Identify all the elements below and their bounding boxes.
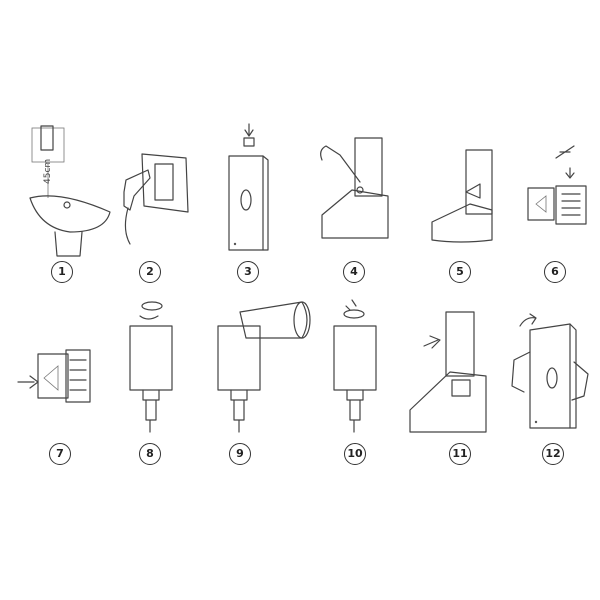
distance-label: 45cm: [43, 159, 53, 184]
step-6-illustration: [527, 145, 587, 225]
step-number-6: 6: [544, 261, 566, 283]
step-number-2: 2: [139, 261, 161, 283]
step-number-5: 5: [449, 261, 471, 283]
step-3-illustration: [228, 123, 269, 251]
step-9-illustration: [217, 301, 311, 433]
step-number-10: 10: [344, 443, 366, 465]
step-7-illustration: [17, 349, 91, 403]
step-number-1: 1: [51, 261, 73, 283]
step-number-3: 3: [237, 261, 259, 283]
step-number-8: 8: [139, 443, 161, 465]
step-number-12: 12: [542, 443, 564, 465]
step-5-illustration: [431, 149, 493, 243]
step-number-11: 11: [449, 443, 471, 465]
step-10-illustration: [333, 299, 377, 433]
step-8-illustration: [129, 301, 173, 433]
step-4-illustration: [320, 137, 389, 239]
step-2-illustration: [123, 153, 189, 245]
step-number-4: 4: [343, 261, 365, 283]
step-11-illustration: [409, 311, 487, 433]
step-12-illustration: [511, 313, 589, 429]
step-number-7: 7: [49, 443, 71, 465]
step-number-9: 9: [229, 443, 251, 465]
step-1-illustration: 45cm: [29, 125, 111, 257]
